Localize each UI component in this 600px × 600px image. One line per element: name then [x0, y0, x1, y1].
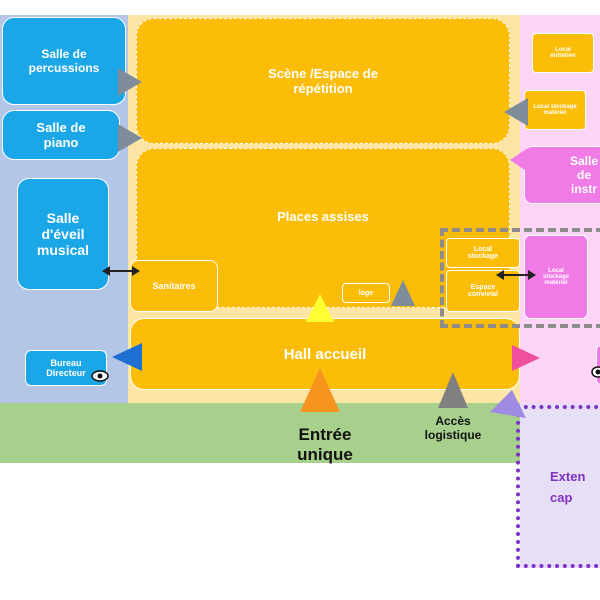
door-scene-icon — [504, 98, 528, 126]
eye-pink-icon — [591, 366, 600, 378]
room-scene[interactable]: Scène /Espace de répétition — [136, 18, 510, 144]
room-piano[interactable]: Salle de piano — [2, 110, 120, 160]
entree-arrow-icon — [300, 368, 340, 412]
room-percussions[interactable]: Salle de percussions — [2, 17, 126, 105]
room-local-entretien[interactable]: Local entretien — [532, 33, 594, 73]
eye-bureau-icon — [91, 370, 109, 382]
acces-arrow-icon — [438, 372, 468, 408]
storage-zone — [520, 15, 600, 403]
extension-label: Exten cap — [550, 469, 586, 505]
room-bureau-directeur[interactable]: Bureau Directeur — [25, 350, 107, 386]
room-loge[interactable]: loge — [342, 283, 390, 303]
door-pink-icon — [512, 345, 540, 371]
convivial-area-outline — [440, 228, 600, 328]
double-arrow-eveil-right-head — [132, 266, 140, 276]
room-sanitaires[interactable]: Sanitaires — [130, 260, 218, 312]
door-piano-icon — [118, 124, 142, 152]
double-arrow-convivial-left-head — [496, 270, 504, 280]
room-pink-edge — [596, 345, 600, 385]
door-loge-icon — [391, 280, 415, 306]
room-salle-instruments[interactable]: Salle de instr — [524, 146, 600, 204]
room-espace-convivial[interactable]: Espace convivial — [446, 270, 520, 312]
eye-icons — [91, 366, 600, 382]
door-triangles — [112, 68, 540, 418]
door-instruments-icon — [510, 148, 528, 172]
double-arrows — [102, 266, 536, 280]
double-arrow-convivial-right-head — [528, 270, 536, 280]
extension-outline — [516, 405, 600, 568]
room-local-stockage[interactable]: Local stockage — [446, 238, 520, 268]
door-percussions-icon — [118, 68, 142, 96]
extension-arrow-icon — [490, 390, 526, 418]
room-local-stockage-materiel[interactable]: Local stockage matériel — [524, 90, 586, 130]
entree-label: Entrée unique — [297, 425, 353, 464]
acces-label: Accès logistique — [424, 414, 482, 442]
door-bureau-icon — [112, 343, 142, 371]
door-places-icon — [306, 294, 334, 322]
room-stockage-materiel-pink[interactable]: Local stockage matériel — [524, 235, 588, 319]
double-arrow-eveil-left-head — [102, 266, 110, 276]
extension-zone — [520, 403, 600, 568]
room-eveil-musical[interactable]: Salle d'éveil musical — [17, 178, 109, 290]
